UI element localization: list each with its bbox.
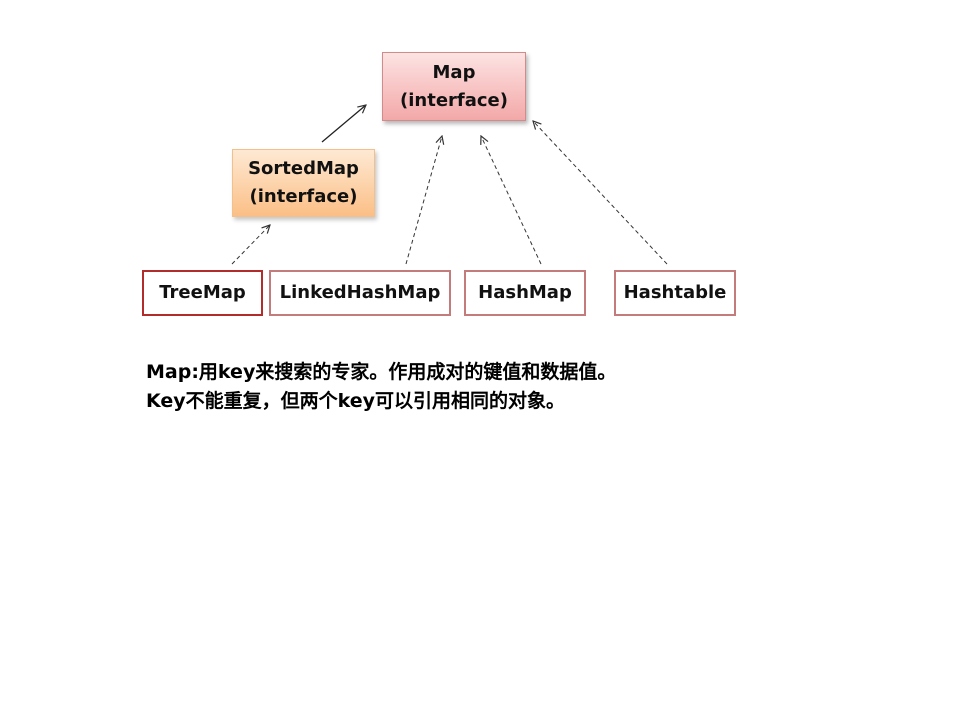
map-interface-node: Map (interface) [382, 52, 526, 121]
hashmap-label: HashMap [478, 282, 572, 303]
edge-hashtable-to-map [533, 121, 668, 265]
description-text: Map:用key来搜索的专家。作用成对的键值和数据值。 Key不能重复，但两个k… [146, 358, 846, 416]
sortedmap-interface-node: SortedMap (interface) [232, 149, 375, 217]
edge-hashmap-to-map [481, 136, 542, 265]
description-line-2: Key不能重复，但两个key可以引用相同的对象。 [146, 390, 566, 412]
linkedhashmap-label: LinkedHashMap [279, 282, 441, 303]
hashmap-class-node: HashMap [464, 270, 586, 316]
linkedhashmap-class-node: LinkedHashMap [269, 270, 451, 316]
hashtable-class-node: Hashtable [614, 270, 736, 316]
sortedmap-node-name: SortedMap [248, 158, 359, 179]
map-node-name: Map [432, 61, 476, 83]
hashtable-label: Hashtable [623, 282, 727, 303]
description-line-1: Map:用key来搜索的专家。作用成对的键值和数据值。 [146, 361, 617, 383]
map-node-kind: (interface) [400, 89, 508, 111]
treemap-label: TreeMap [159, 282, 246, 303]
edge-linkedhashmap-to-map [405, 136, 442, 265]
edge-treemap-to-sortedmap [231, 225, 270, 265]
edge-sortedmap-to-map [321, 105, 366, 143]
sortedmap-node-kind: (interface) [249, 186, 358, 207]
treemap-class-node: TreeMap [142, 270, 263, 316]
